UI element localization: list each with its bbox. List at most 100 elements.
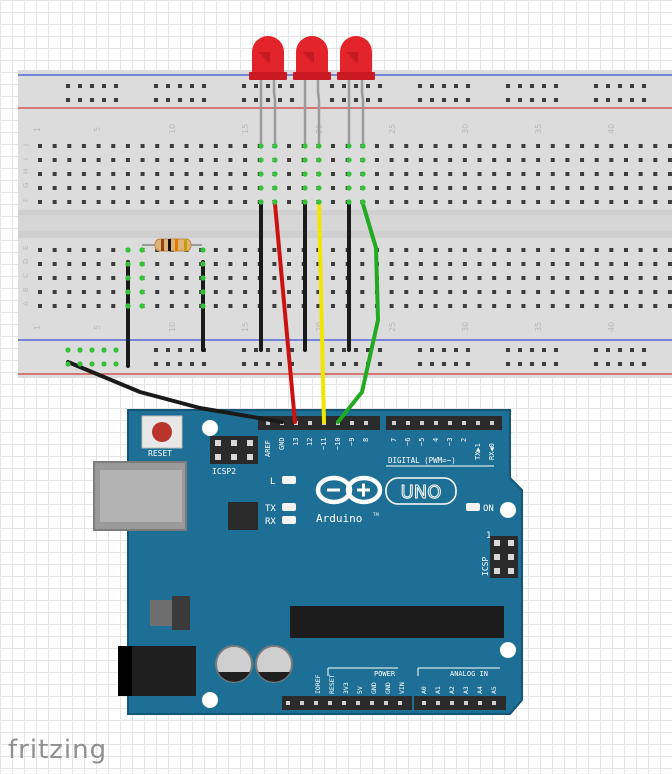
breadboard-hole xyxy=(667,304,672,308)
breadboard-hole xyxy=(418,172,423,176)
breadboard-hole xyxy=(354,362,358,366)
breadboard-hole xyxy=(454,84,458,88)
breadboard-hole xyxy=(521,248,526,252)
breadboard-hole xyxy=(594,172,599,176)
breadboard-hole xyxy=(448,304,453,308)
breadboard-hole xyxy=(66,98,70,102)
row-letter-h: H xyxy=(22,169,30,174)
pin-label-a0: A0 xyxy=(420,686,428,694)
breadboard-hole xyxy=(184,158,189,162)
breadboard-hole xyxy=(521,290,526,294)
breadboard-hole xyxy=(155,290,160,294)
breadboard-hole xyxy=(506,98,510,102)
breadboard-hole xyxy=(536,248,541,252)
breadboard-hole xyxy=(330,362,334,366)
connected-hole-highlight xyxy=(302,199,308,205)
breadboard-hole xyxy=(155,200,160,204)
connected-hole-highlight xyxy=(125,247,131,253)
breadboard-hole xyxy=(52,200,57,204)
breadboard-hole xyxy=(580,172,585,176)
breadboard-hole xyxy=(78,98,82,102)
breadboard-hole xyxy=(169,200,174,204)
power-label: POWER xyxy=(374,670,396,678)
pin-label-tx1: TX▶1 xyxy=(474,443,482,460)
connected-hole-highlight xyxy=(125,303,131,309)
led-2[interactable] xyxy=(293,36,331,146)
breadboard-hole xyxy=(342,362,346,366)
breadboard-hole xyxy=(477,304,482,308)
breadboard-hole xyxy=(389,248,394,252)
breadboard-hole xyxy=(521,172,526,176)
breadboard-hole xyxy=(477,276,482,280)
connected-hole-highlight xyxy=(125,289,131,295)
breadboard-hole xyxy=(454,348,458,352)
breadboard-hole xyxy=(638,290,643,294)
breadboard-hole xyxy=(518,98,522,102)
row-letter-a: A xyxy=(22,301,30,306)
breadboard-hole xyxy=(342,348,346,352)
breadboard-hole xyxy=(330,84,334,88)
breadboard-hole xyxy=(550,172,555,176)
breadboard-hole xyxy=(580,248,585,252)
breadboard-hole xyxy=(242,98,246,102)
breadboard-hole xyxy=(653,172,658,176)
breadboard-hole xyxy=(609,172,614,176)
pin-label-a4: A4 xyxy=(476,686,484,694)
pin-label-a5: A5 xyxy=(490,686,498,694)
breadboard-hole xyxy=(565,144,570,148)
arduino-uno-board[interactable]: RESET ICSP2 AREF GND 13 12 ~11 ~10 ~9 8 … xyxy=(93,409,523,715)
breadboard-hole xyxy=(155,158,160,162)
breadboard-hole xyxy=(624,186,628,190)
breadboard-hole xyxy=(630,348,634,352)
black-wire-gnd[interactable] xyxy=(66,360,284,424)
breadboard-hole xyxy=(492,290,497,294)
header-pin xyxy=(450,701,454,705)
breadboard-hole xyxy=(462,262,467,266)
breadboard-hole xyxy=(536,276,541,280)
breadboard-hole xyxy=(580,144,585,148)
resistor[interactable] xyxy=(142,238,202,252)
breadboard-hole xyxy=(606,84,610,88)
header-pin xyxy=(342,701,346,705)
connected-hole-highlight xyxy=(302,157,308,163)
breadboard-hole xyxy=(454,362,458,366)
breadboard-hole xyxy=(111,290,116,294)
breadboard-hole xyxy=(254,362,258,366)
breadboard-hole xyxy=(331,262,335,266)
breadboard-hole xyxy=(624,304,628,308)
reset-button-cap[interactable] xyxy=(152,422,172,442)
breadboard-hole xyxy=(506,158,511,162)
breadboard-hole xyxy=(331,248,335,252)
breadboard-hole xyxy=(462,276,467,280)
breadboard-hole xyxy=(67,304,72,308)
breadboard-hole xyxy=(354,348,358,352)
led-3[interactable] xyxy=(337,36,375,146)
breadboard-hole xyxy=(618,98,622,102)
breadboard-hole xyxy=(243,186,248,190)
breadboard-hole xyxy=(521,276,526,280)
red-wire-pin13[interactable] xyxy=(273,202,297,424)
breadboard-hole xyxy=(287,262,292,266)
breadboard-hole xyxy=(213,262,218,266)
breadboard-hole xyxy=(565,172,570,176)
breadboard-hole xyxy=(266,362,270,366)
breadboard-hole xyxy=(492,262,497,266)
breadboard-hole xyxy=(114,84,118,88)
breadboard-hole xyxy=(448,172,453,176)
breadboard-hole xyxy=(331,158,335,162)
led-1[interactable] xyxy=(249,36,287,146)
breadboard-hole xyxy=(418,290,423,294)
connected-hole-highlight xyxy=(316,171,322,177)
connected-hole-highlight xyxy=(89,361,95,367)
breadboard-hole xyxy=(638,144,643,148)
analog-in-label: ANALOG IN xyxy=(450,670,488,678)
green-wire-pin10[interactable] xyxy=(336,202,380,424)
breadboard-hole xyxy=(638,248,643,252)
breadboard-hole xyxy=(492,186,497,190)
breadboard-hole xyxy=(125,200,130,204)
yellow-wire-pin11[interactable] xyxy=(317,202,326,424)
header-pin xyxy=(406,421,410,425)
breadboard-hole xyxy=(66,84,70,88)
pin-label-gnd2: GND xyxy=(384,682,392,694)
row-letter-g: G xyxy=(22,183,30,188)
